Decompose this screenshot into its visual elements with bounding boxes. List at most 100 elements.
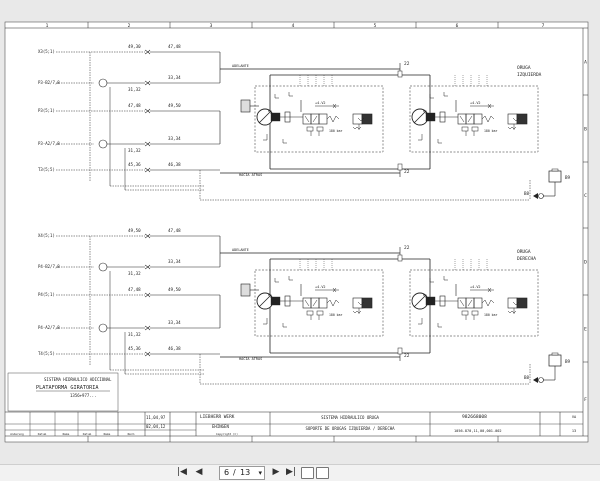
column-marker: 1 (46, 23, 49, 29)
pressure-label: 180 bar (329, 129, 343, 133)
fit-page-icon[interactable] (301, 467, 314, 479)
junction-label: 22 (404, 169, 410, 175)
hydraulic-line: X4(5;1) 49,50 47,48 (38, 228, 220, 239)
adelante-label: ADELANTE (232, 248, 249, 252)
chevron-down-icon[interactable]: ▾ (258, 469, 262, 477)
copyright: Copyright (C) (216, 432, 238, 436)
right-value: 33,34 (168, 259, 181, 264)
last-page-icon[interactable]: ▶| (286, 467, 296, 477)
column-marker: 4 (292, 23, 295, 29)
solenoid-coil (240, 99, 251, 113)
first-page-icon[interactable]: |◀ (177, 467, 187, 477)
filter-element (548, 354, 562, 367)
title-block: SISTEMA HIDRAULICO ADICIONAL PLATAFORMA G… (5, 372, 583, 436)
title-block-header: Datum (38, 432, 47, 436)
track-label: ORUGA (517, 249, 531, 255)
page-number-input[interactable]: 6 / 13 ▾ (219, 466, 265, 480)
next-page-icon[interactable]: ▶ (272, 467, 280, 477)
system-title-line1: SISTEMA HIDRAULICO ADICIONAL (44, 377, 112, 382)
current-page: 6 (224, 468, 230, 477)
left-value: 49,50 (128, 228, 141, 233)
right-value: 46,38 (168, 346, 181, 351)
company-name: LIEBHERR WERK (200, 414, 235, 420)
hydraulic-line: P3(5;1) 47,48 49,50 (38, 103, 220, 114)
row-marker: E (584, 327, 587, 333)
company-city: EHINGEN (212, 424, 229, 429)
page-view-icon[interactable] (316, 467, 329, 479)
pressure-label: 180 bar (484, 129, 498, 133)
viewer-toolbar: |◀ ◀ 6 / 13 ▾ ▶ ▶| (0, 464, 600, 481)
left-value: 45,36 (128, 346, 141, 351)
row-marker: C (584, 193, 587, 199)
check-valve (98, 262, 108, 272)
line-label: P4-A2/7,8 (38, 325, 60, 330)
hacia-atras-label: HACIA ATRAS (239, 173, 262, 177)
track-label: IZQUIERDA (517, 72, 542, 78)
right-value: 47,48 (168, 44, 181, 49)
pressure-label: 180 bar (329, 313, 343, 317)
track-label: ORUGA (517, 65, 531, 71)
title-block-header: Datum (83, 432, 92, 436)
actuator-block (516, 113, 528, 125)
line-label: P3(5;1) (38, 108, 55, 113)
serial-number: 1356+977... (70, 393, 97, 398)
left-value: 31,32 (128, 332, 141, 337)
check-valve (98, 139, 108, 149)
right-value: 49,50 (168, 287, 181, 292)
port-label: B8 (524, 191, 530, 196)
drawing-title2: SOPORTE DE ORUGAS IZQUIERDA / DERECHA (305, 426, 395, 431)
right-value: 33,34 (168, 75, 181, 80)
filter-element (548, 170, 562, 183)
line-label: P4(5;1) (38, 292, 55, 297)
left-value: 31,32 (128, 271, 141, 276)
solenoid-coil (240, 283, 251, 297)
line-label: P3-B2/7,8 (38, 80, 60, 85)
pump-label: +4-V2 (470, 101, 481, 105)
actuator-block (361, 113, 373, 125)
actuator-block (516, 297, 528, 309)
column-marker: 3 (210, 23, 213, 29)
track-label: DERECHA (517, 256, 536, 262)
column-marker: 5 (374, 23, 377, 29)
adelante-label: ADELANTE (232, 64, 249, 68)
junction-label: 22 (404, 353, 410, 359)
title-block-header: Norm (128, 432, 135, 436)
line-label: X4(5;1) (38, 233, 55, 238)
right-value: 47,48 (168, 228, 181, 233)
row-marker: F (584, 397, 587, 403)
document-number2: 1056-870,11,00,001-002 (454, 429, 502, 433)
title-block-header: Anderung (10, 432, 24, 436)
prev-page-icon[interactable]: ◀ (195, 467, 203, 477)
right-value: 33,34 (168, 136, 181, 141)
date-revised: 02,04,12 (146, 424, 166, 429)
column-marker: 2 (128, 23, 131, 29)
title-block-header: Name (104, 432, 111, 436)
junction-label: 22 (404, 61, 410, 67)
page-separator: / (233, 468, 236, 477)
junction-label: 22 (404, 245, 410, 251)
left-value: 47,48 (128, 103, 141, 108)
right-value: 49,50 (168, 103, 181, 108)
system-title-line2: PLATAFORMA GIRATORIA (36, 385, 99, 391)
right-value: 46,38 (168, 162, 181, 167)
row-marker: D (584, 260, 587, 266)
row-marker: B (584, 127, 587, 133)
title-block-header: Name (63, 432, 70, 436)
column-marker: 6 (456, 23, 459, 29)
total-pages: 13 (240, 468, 251, 477)
line-label: X3(5;1) (38, 49, 55, 54)
